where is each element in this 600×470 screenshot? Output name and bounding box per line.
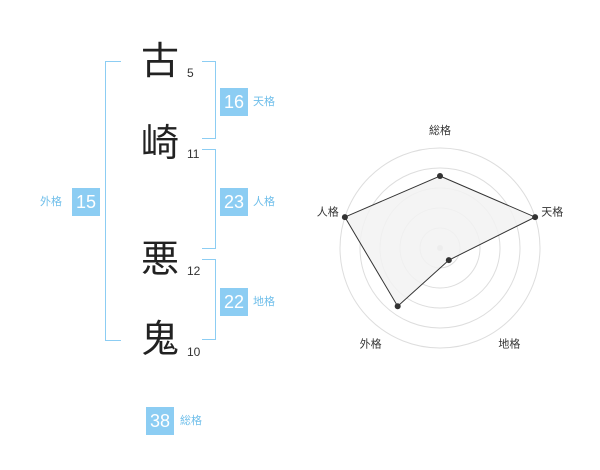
- tenkaku-bracket: [202, 61, 216, 139]
- jinkaku-bracket: [202, 149, 216, 249]
- name-char-1: 古: [140, 39, 179, 83]
- radar-point: [445, 257, 452, 264]
- jinkaku-value: 23: [220, 188, 248, 216]
- radar-point: [532, 214, 539, 221]
- stroke-count-1: 5: [187, 66, 194, 80]
- radar-area: [344, 175, 537, 308]
- tenkaku-value: 16: [220, 88, 248, 116]
- name-char-3: 悪: [140, 237, 179, 281]
- radar-axis-label: 天格: [541, 205, 563, 219]
- name-char-4: 鬼: [140, 317, 179, 361]
- chikaku-bracket: [202, 259, 216, 340]
- radar-ring: [359, 167, 521, 329]
- radar-axis-label: 人格: [317, 205, 339, 219]
- tenkaku-label: 天格: [253, 95, 275, 108]
- stroke-count-3: 12: [187, 264, 201, 278]
- radar-polygon: [344, 175, 537, 308]
- jinkaku-label: 人格: [253, 195, 275, 208]
- radar-axis-label: 外格: [360, 336, 382, 350]
- radar-point: [341, 214, 348, 221]
- soukaku-label: 総格: [180, 414, 202, 427]
- radar-point: [437, 173, 443, 179]
- radar-axis-label: 地格: [498, 336, 520, 350]
- radar-point: [394, 303, 401, 310]
- radar-ring: [339, 147, 541, 349]
- radar-points: [341, 173, 539, 310]
- chikaku-value: 22: [220, 288, 248, 316]
- gaikaku-bracket: [105, 61, 121, 341]
- radar-axis-label: 総格: [429, 123, 451, 137]
- soukaku-value: 38: [146, 407, 174, 435]
- gaikaku-label: 外格: [40, 195, 62, 208]
- stroke-count-4: 10: [187, 345, 201, 359]
- chikaku-label: 地格: [253, 295, 275, 308]
- gaikaku-value: 15: [72, 188, 100, 216]
- name-char-2: 崎: [140, 121, 179, 165]
- stroke-count-2: 11: [187, 147, 200, 161]
